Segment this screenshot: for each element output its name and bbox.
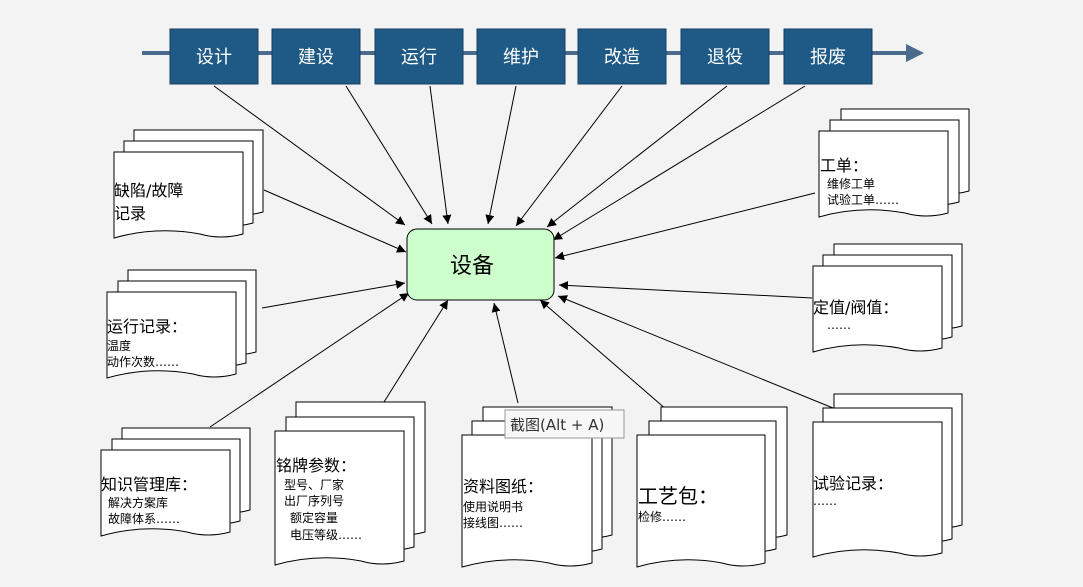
doc-defect: 缺陷/故障 记录	[113, 129, 264, 239]
doc-item: 维修工单	[827, 176, 875, 191]
doc-item: 检修……	[638, 509, 686, 524]
doc-item: 出厂序列号	[284, 493, 344, 508]
stage-maintenance: 维护	[476, 28, 566, 85]
doc-item: 接线图……	[463, 515, 523, 530]
doc-title: 运行记录：	[107, 317, 187, 336]
doc-item: 使用说明书	[463, 499, 523, 514]
stage-construction: 建设	[271, 28, 361, 85]
doc-workorder: 工单： 维修工单 试验工单……	[818, 108, 970, 218]
doc-title: 资料图纸：	[463, 477, 543, 496]
equipment-label: 设备	[450, 254, 494, 279]
stage-arrows	[213, 85, 806, 241]
doc-setting: 定值/阀值： ……	[812, 243, 963, 353]
doc-item: ……	[827, 318, 851, 332]
doc-title: 试验记录：	[813, 474, 893, 493]
arrow-design	[213, 85, 406, 226]
stage-label: 维护	[503, 47, 539, 68]
doc-title: 定值/阀值：	[813, 298, 898, 317]
doc-item: 额定容量	[290, 510, 338, 525]
stage-retirement: 退役	[680, 28, 770, 85]
doc-drawings: 资料图纸： 使用说明书 接线图……	[461, 406, 613, 568]
doc-nameplate: 铭牌参数： 型号、厂家 出厂序列号 额定容量 电压等级……	[274, 401, 426, 566]
arrow-setting	[558, 280, 813, 299]
doc-item: 试验工单……	[827, 192, 899, 207]
doc-operation-record: 运行记录： 温度 动作次数……	[106, 269, 257, 379]
arrow-retirement	[546, 85, 728, 228]
doc-item: ……	[813, 494, 837, 508]
doc-item: 动作次数……	[107, 354, 179, 369]
doc-process: 工艺包： 检修……	[636, 406, 788, 568]
doc-title-line: 缺陷/故障	[114, 181, 183, 200]
stage-renovation: 改造	[577, 28, 667, 85]
arrow-construction	[345, 85, 433, 225]
doc-title: 知识管理库：	[101, 475, 197, 494]
doc-knowledge: 知识管理库： 解决方案库 故障体系……	[100, 427, 251, 537]
equipment-node: 设备	[406, 228, 555, 301]
stage-design: 设计	[169, 28, 259, 85]
stage-label: 退役	[707, 47, 743, 68]
arrow-drawings	[491, 302, 519, 404]
svg-text:缺陷/故障 记录: 缺陷/故障 记录	[114, 181, 189, 223]
stage-label: 建设	[298, 47, 334, 68]
doc-title: 工单：	[820, 156, 868, 175]
doc-title: 铭牌参数：	[276, 456, 356, 475]
stage-operation: 运行	[374, 28, 464, 85]
screenshot-tooltip: 截图(Alt + A)	[504, 409, 625, 439]
arrow-test	[557, 295, 834, 409]
arrow-operation-record	[261, 280, 406, 309]
tooltip-label: 截图(Alt + A)	[510, 416, 604, 434]
arrow-maintenance	[485, 85, 517, 225]
document-arrows	[209, 189, 834, 428]
arrow-renovation	[515, 85, 623, 227]
doc-item: 解决方案库	[108, 495, 168, 510]
arrow-operation	[429, 85, 452, 225]
doc-test: 试验记录： ……	[812, 393, 963, 558]
stage-label: 设计	[196, 47, 232, 68]
arrow-scrapping	[552, 85, 806, 241]
doc-title: 工艺包：	[638, 484, 718, 508]
doc-item: 故障体系……	[108, 511, 180, 526]
doc-title-line: 记录	[114, 204, 146, 223]
stage-scrapping: 报废	[783, 28, 873, 85]
doc-item: 温度	[107, 338, 131, 353]
stage-label: 运行	[401, 47, 437, 68]
stage-label: 报废	[810, 47, 846, 68]
arrow-nameplate	[383, 299, 449, 403]
stage-label: 改造	[604, 47, 640, 68]
arrow-knowledge	[209, 292, 410, 428]
doc-item: 型号、厂家	[284, 477, 344, 492]
arrow-workorder	[554, 192, 816, 261]
arrow-defect	[263, 189, 407, 253]
doc-item: 电压等级……	[290, 528, 362, 542]
arrow-process	[539, 299, 668, 411]
